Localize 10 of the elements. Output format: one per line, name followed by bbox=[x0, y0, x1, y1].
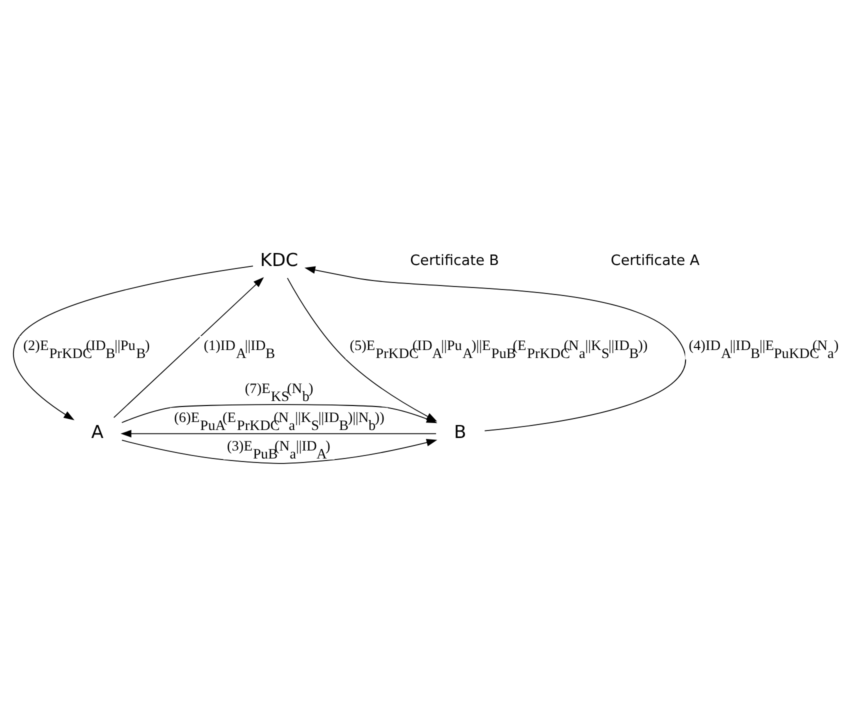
arrow bbox=[120, 430, 437, 438]
label: Certificate B bbox=[410, 253, 499, 270]
label: Certificate A bbox=[610, 253, 700, 270]
node-text: KDC bbox=[260, 250, 298, 272]
arrow bbox=[113, 277, 264, 418]
arrow bbox=[304, 266, 686, 432]
node-text: A bbox=[91, 422, 104, 444]
arrow bbox=[122, 438, 438, 464]
arrow bbox=[13, 266, 254, 420]
node-text: B bbox=[454, 422, 466, 444]
